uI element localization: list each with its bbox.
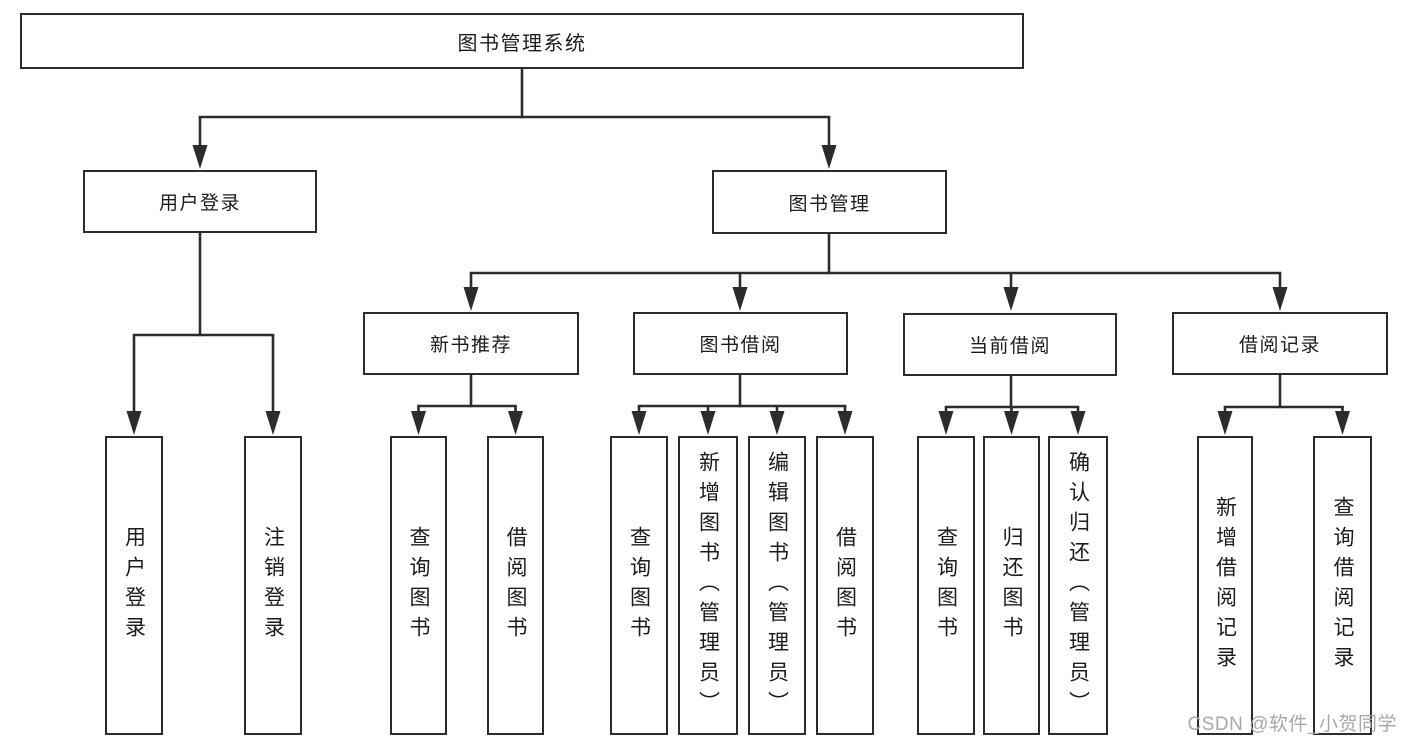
- leaf-label: 查询图书: [407, 525, 430, 646]
- node-library-management-system: 图书管理系统: [20, 13, 1024, 69]
- leaf-return-books: 归还图书: [983, 436, 1040, 735]
- leaf-label: 注销登录: [261, 525, 285, 646]
- node-label: 用户登录: [158, 193, 241, 214]
- leaf-query-books-borrowing: 查询图书: [610, 436, 668, 735]
- leaf-user-login: 用户登录: [105, 436, 163, 735]
- leaf-borrow-books-recommend: 借阅图书: [487, 436, 544, 735]
- leaf-label: 新增借阅记录: [1213, 495, 1237, 676]
- leaf-label: 新增图书（管理员）: [696, 450, 720, 721]
- leaf-query-borrow-record: 查询借阅记录: [1313, 436, 1372, 735]
- leaf-label: 查询图书: [934, 525, 958, 646]
- leaf-label: 借阅图书: [833, 525, 857, 646]
- node-label: 图书管理: [788, 193, 871, 215]
- leaf-logout: 注销登录: [244, 436, 302, 735]
- node-label: 图书管理系统: [457, 32, 587, 55]
- leaf-query-books-current: 查询图书: [917, 436, 975, 735]
- node-label: 新书推荐: [429, 335, 512, 356]
- leaf-label: 编辑图书（管理员）: [765, 450, 789, 721]
- leaf-borrow-books-borrowing: 借阅图书: [816, 436, 874, 735]
- node-label: 当前借阅: [968, 336, 1051, 357]
- leaf-add-books-admin: 新增图书（管理员）: [678, 436, 738, 735]
- leaf-edit-books-admin: 编辑图书（管理员）: [748, 436, 806, 735]
- node-user-login: 用户登录: [83, 170, 317, 233]
- leaf-label: 借阅图书: [504, 525, 527, 646]
- node-new-book-recommendation: 新书推荐: [363, 312, 579, 375]
- node-label: 图书借阅: [699, 335, 782, 356]
- watermark: CSDN @软件_小贺同学: [1187, 714, 1397, 735]
- leaf-label: 用户登录: [122, 525, 146, 646]
- node-book-management: 图书管理: [712, 170, 947, 234]
- leaf-confirm-return-admin: 确认归还（管理员）: [1048, 436, 1108, 735]
- node-book-borrowing: 图书借阅: [633, 312, 848, 375]
- leaf-add-borrow-record: 新增借阅记录: [1197, 436, 1253, 735]
- node-borrowing-records: 借阅记录: [1172, 312, 1388, 375]
- node-label: 借阅记录: [1238, 335, 1321, 356]
- leaf-label: 归还图书: [1000, 525, 1023, 646]
- leaf-label: 查询图书: [627, 525, 651, 646]
- leaf-label: 确认归还（管理员）: [1066, 450, 1090, 721]
- leaf-label: 查询借阅记录: [1331, 495, 1354, 676]
- node-current-borrowing: 当前借阅: [903, 313, 1117, 376]
- leaf-query-books-recommend: 查询图书: [390, 436, 447, 735]
- arrowheads: [126, 145, 1350, 435]
